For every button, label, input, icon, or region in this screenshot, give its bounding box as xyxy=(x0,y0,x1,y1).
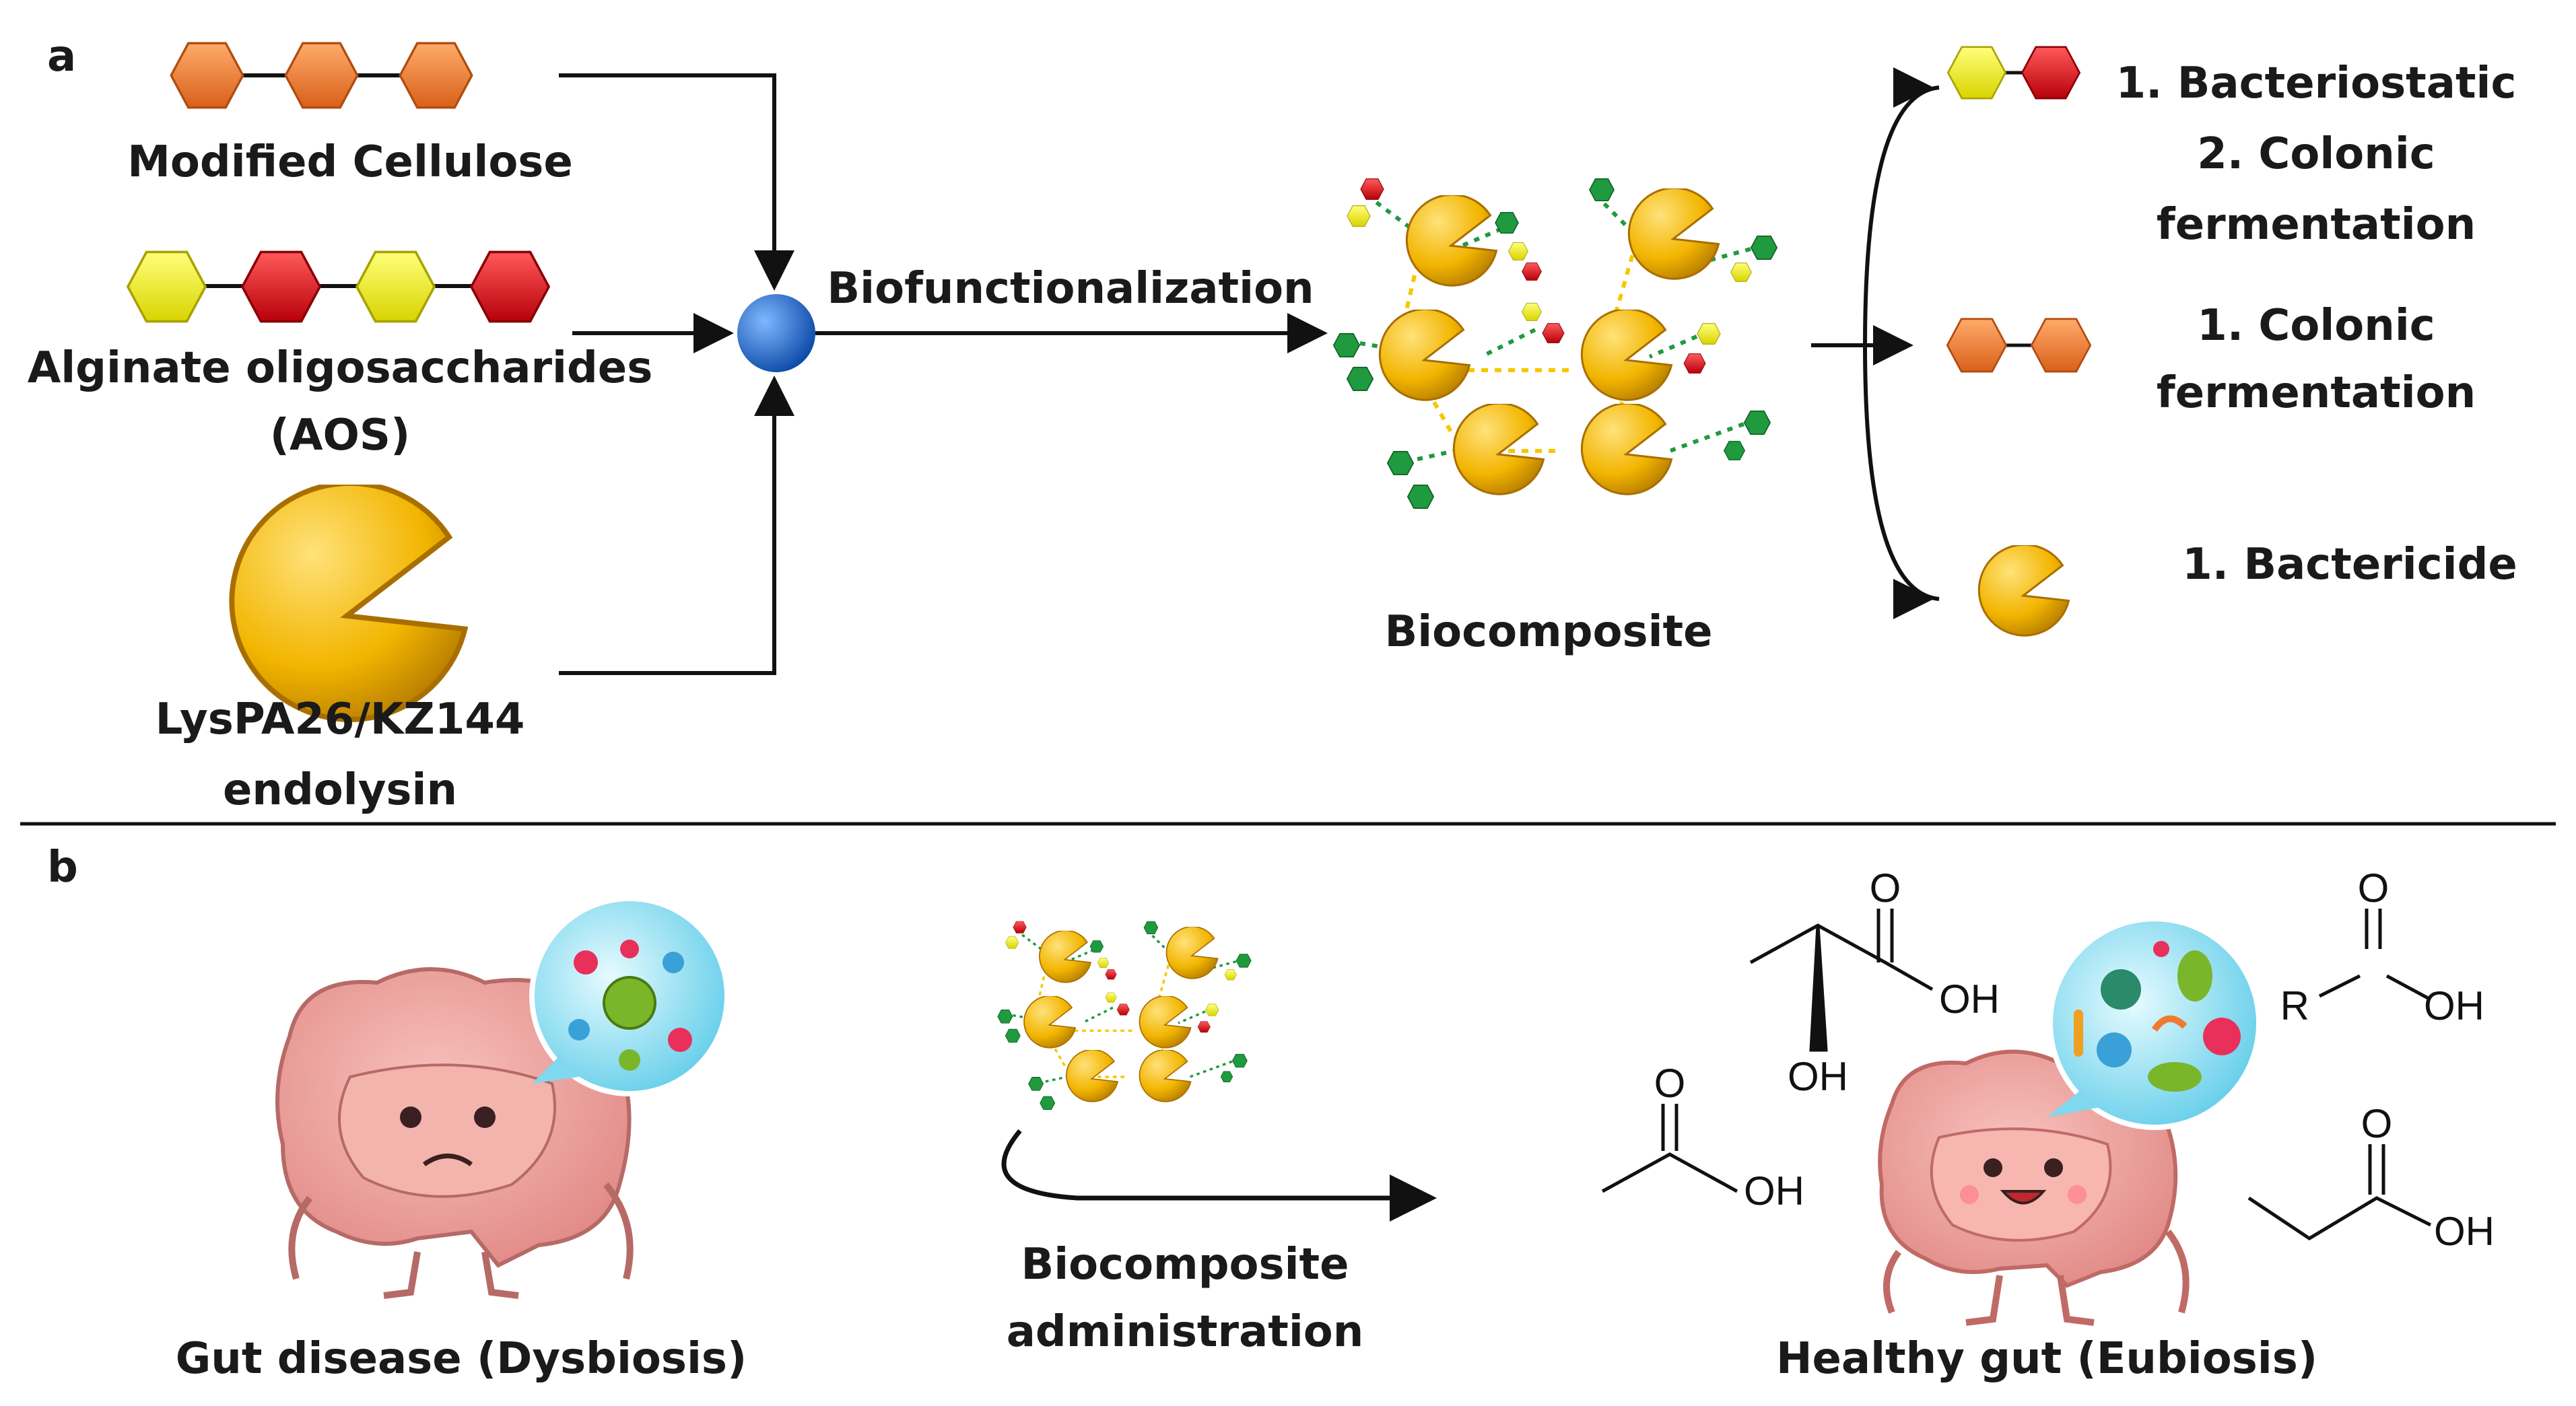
output-endolysin-line1: 1. Bactericide xyxy=(2182,540,2517,590)
endolysin-icon xyxy=(232,483,465,719)
aos-label-line1: Alginate oligosaccharides xyxy=(28,343,653,393)
lactic-acid-oh-bottom: OH xyxy=(1788,1054,1848,1099)
lactic-acid-o: O xyxy=(1870,866,1901,911)
endolysin-label-line1: LysPA26/KZ144 xyxy=(156,695,525,744)
biocomposite-label: Biocomposite xyxy=(1384,607,1712,657)
output-aos-line2: 2. Colonic xyxy=(2197,129,2435,179)
output-cellulose-icon xyxy=(1946,318,2092,373)
carboxylic-acid-structure xyxy=(2318,909,2432,1001)
biofunctionalization-label: Biofunctionalization xyxy=(827,264,1314,314)
administration-arrow xyxy=(1001,1129,1437,1222)
panel-a: a Modified Cellulose Alginate oligosacch… xyxy=(28,32,2517,815)
administered-biocomposite xyxy=(998,921,1251,1110)
output-aos-line3: fermentation xyxy=(2157,200,2476,250)
biofunctionalization-node xyxy=(737,294,815,372)
acetic-acid-oh: OH xyxy=(1744,1168,1804,1214)
panel-b-letter: b xyxy=(47,843,78,892)
panel-a-letter: a xyxy=(47,32,76,81)
aos-label-line2: (AOS) xyxy=(270,411,411,460)
carboxylic-acid-r: R xyxy=(2280,983,2309,1028)
administration-label-line1: Biocomposite xyxy=(1021,1240,1349,1290)
lactic-acid-structure xyxy=(1749,909,1934,1052)
input-connectors xyxy=(559,73,794,675)
eubiosis-gut-illustration xyxy=(1878,916,2262,1326)
panel-b: b Gut disease (Dysbiosis) xyxy=(47,843,2495,1384)
output-endolysin-icon xyxy=(1977,545,2070,637)
biocomposite-cluster xyxy=(1334,179,1777,508)
dysbiosis-label: Gut disease (Dysbiosis) xyxy=(176,1334,747,1384)
output-aos-icon xyxy=(1946,46,2081,100)
output-aos-line1: 1. Bacteriostatic xyxy=(2116,59,2517,108)
acetic-acid-structure xyxy=(1601,1104,1738,1193)
output-cellulose-line2: fermentation xyxy=(2157,368,2476,418)
acetic-acid-o: O xyxy=(1654,1061,1686,1106)
modified-cellulose-chain xyxy=(170,42,473,109)
output-branches xyxy=(1811,67,1940,619)
dysbiosis-gut-illustration xyxy=(275,896,730,1299)
administration-label-line2: administration xyxy=(1007,1307,1364,1357)
propionic-acid-o: O xyxy=(2361,1101,2393,1146)
lactic-acid-oh-top: OH xyxy=(1939,977,2000,1022)
carboxylic-acid-o: O xyxy=(2358,866,2389,911)
output-cellulose-line1: 1. Colonic xyxy=(2197,301,2435,351)
eubiosis-label: Healthy gut (Eubiosis) xyxy=(1776,1334,2317,1384)
endolysin-label-line2: endolysin xyxy=(223,765,457,815)
carboxylic-acid-oh: OH xyxy=(2424,983,2484,1028)
alginate-oligosaccharide-chain xyxy=(127,250,550,323)
propionic-acid-structure xyxy=(2247,1144,2432,1240)
modified-cellulose-label: Modified Cellulose xyxy=(127,137,573,187)
propionic-acid-oh: OH xyxy=(2434,1209,2495,1254)
